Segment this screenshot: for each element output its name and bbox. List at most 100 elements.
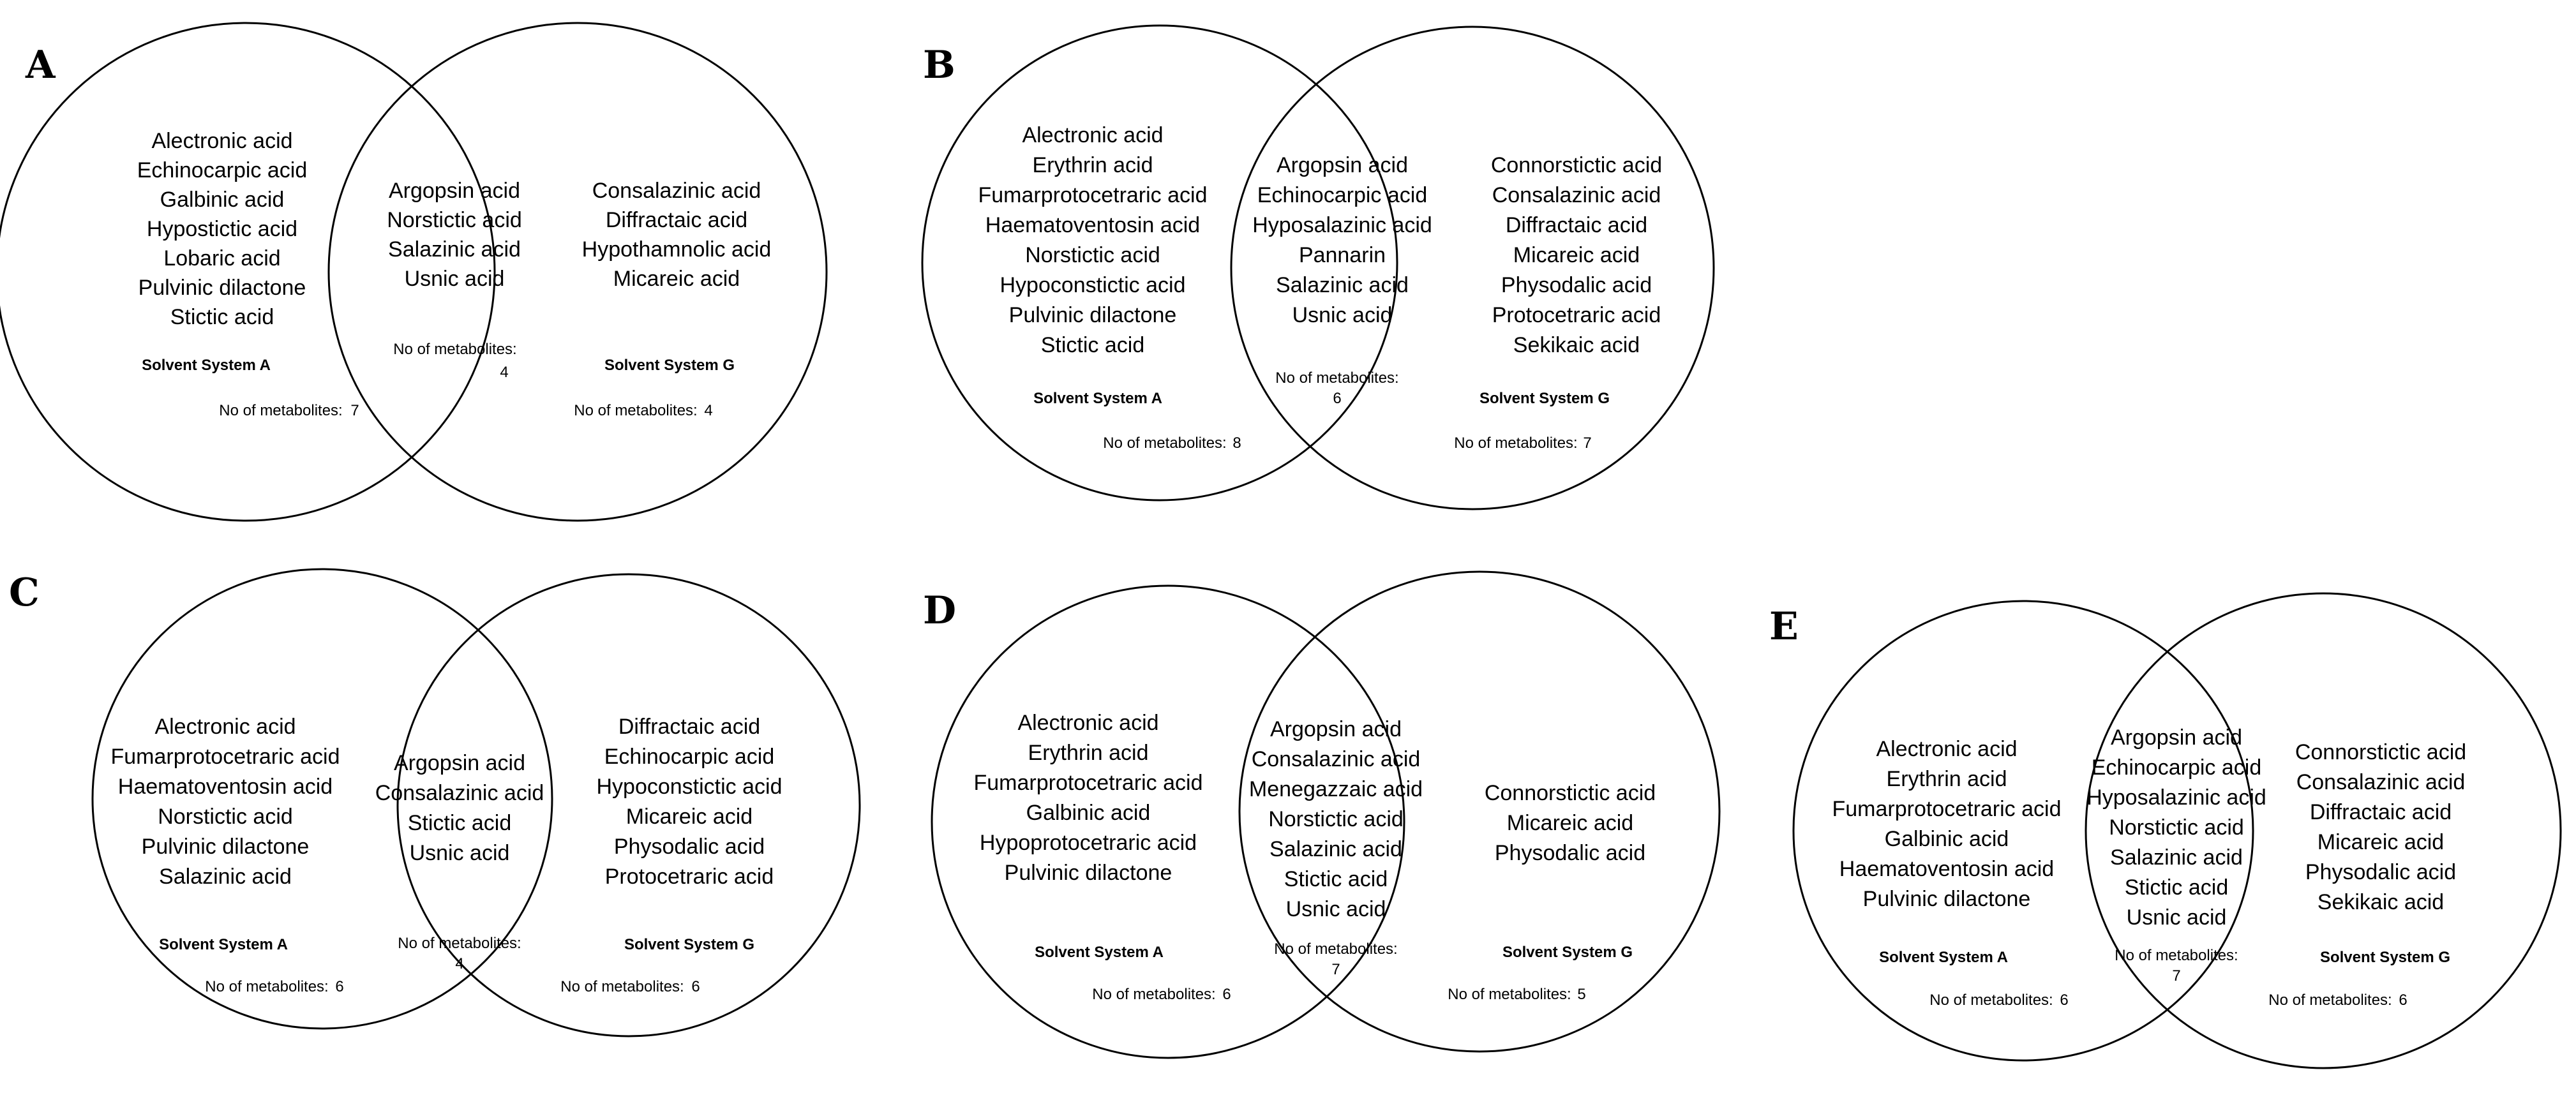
metabolite-count: 6 [2399, 992, 2407, 1009]
solvent-system-label: Solvent System A [159, 936, 288, 953]
count-label: No of metabolites: [205, 978, 328, 995]
panel-label: E [1769, 604, 1799, 649]
left-circle-solvent-a [1792, 600, 2254, 1062]
list-item: Consalazinic acid [2296, 770, 2466, 794]
list-item: Fumarprotocetraric acid [973, 771, 1202, 795]
list-item: Argopsin acid [1270, 717, 1402, 741]
list-item: Echinocarpic acid [1257, 183, 1427, 207]
solvent-system-label: Solvent System G [1502, 944, 1633, 961]
list-item: Stictic acid [1041, 333, 1145, 357]
list-item: Micareic acid [2318, 830, 2444, 854]
list-item: Pulvinic dilactone [142, 835, 310, 859]
count-label: No of metabolites: [560, 978, 684, 995]
count-label: No of metabolites: [2268, 992, 2392, 1009]
list-item: Lobaric acid [163, 246, 280, 271]
panel-a: A Alectronic acid Echinocarpic acid Galb… [0, 22, 828, 522]
metabolite-count: 6 [1333, 390, 1341, 407]
right-circle-solvent-g [327, 22, 828, 522]
right-list: Connorstictic acid Consalazinic acid Dif… [1491, 153, 1662, 357]
list-item: Salazinic acid [2110, 845, 2243, 870]
list-item: Usnic acid [2127, 905, 2227, 930]
list-item: Alectronic acid [151, 129, 292, 153]
list-item: Physodalic acid [614, 835, 765, 859]
list-item: Consalazinic acid [1492, 183, 1661, 207]
list-item: Consalazinic acid [1252, 747, 1421, 771]
left-list: Alectronic acid Fumarprotocetraric acid … [110, 715, 340, 889]
list-item: Norstictic acid [1025, 243, 1160, 267]
right-circle-solvent-g [1230, 26, 1715, 510]
right-list: Connorstictic acid Micareic acid Physoda… [1485, 781, 1656, 865]
metabolite-count: 8 [1232, 435, 1241, 452]
count-label: No of metabolites: [1448, 986, 1571, 1003]
list-item: Pulvinic dilactone [1005, 861, 1172, 885]
count-label: No of metabolites: [1274, 940, 1397, 958]
list-item: Diffractaic acid [1506, 213, 1647, 237]
list-item: Alectronic acid [1017, 711, 1158, 735]
middle-list: Argopsin acid Echinocarpic acid Hyposala… [1252, 153, 1432, 327]
count-label: No of metabolites: [1092, 986, 1215, 1003]
left-list: Alectronic acid Erythrin acid Fumarproto… [978, 123, 1207, 357]
list-item: Salazinic acid [1276, 273, 1409, 297]
count-label: No of metabolites: [574, 402, 697, 419]
list-item: Micareic acid [1513, 243, 1640, 267]
solvent-system-label: Solvent System G [2320, 949, 2450, 966]
list-item: Physodalic acid [1501, 273, 1652, 297]
metabolite-count: 5 [1577, 986, 1585, 1003]
list-item: Usnic acid [1292, 303, 1393, 327]
list-item: Stictic acid [1284, 867, 1388, 891]
list-item: Usnic acid [405, 267, 505, 291]
metabolite-count: 7 [2172, 967, 2180, 985]
list-item: Salazinic acid [1269, 837, 1402, 861]
list-item: Micareic acid [1507, 811, 1633, 835]
middle-list: Argopsin acid Consalazinic acid Menegazz… [1249, 717, 1423, 921]
panel-label: C [9, 570, 40, 615]
list-item: Hyposalazinic acid [2086, 785, 2266, 810]
metabolite-count: 6 [691, 978, 700, 995]
list-item: Haematoventosin acid [118, 775, 333, 799]
list-item: Sekikaic acid [2318, 890, 2444, 914]
list-item: Erythrin acid [1033, 153, 1153, 177]
list-item: Salazinic acid [159, 865, 292, 889]
list-item: Diffractaic acid [618, 715, 760, 739]
list-item: Erythrin acid [1887, 767, 2007, 791]
count-label: No of metabolites: [219, 402, 342, 419]
right-circle-solvent-g [396, 573, 861, 1037]
list-item: Consalazinic acid [592, 179, 761, 203]
list-item: Pannarin [1299, 243, 1386, 267]
left-list: Alectronic acid Erythrin acid Fumarproto… [1832, 737, 2061, 911]
list-item: Usnic acid [1286, 897, 1386, 921]
list-item: Haematoventosin acid [1839, 857, 2054, 881]
list-item: Connorstictic acid [1485, 781, 1656, 805]
list-item: Pulvinic dilactone [1009, 303, 1177, 327]
list-item: Echinocarpic acid [2092, 755, 2261, 780]
count-label: No of metabolites: [1929, 992, 2053, 1009]
list-item: Galbinic acid [1026, 801, 1151, 825]
panel-e: E Alectronic acid Erythrin acid Fumarpro… [1769, 592, 2562, 1069]
metabolite-count: 7 [350, 402, 359, 419]
list-item: Pulvinic dilactone [139, 276, 306, 300]
metabolite-count: 7 [1583, 435, 1591, 452]
metabolite-count: 6 [335, 978, 343, 995]
count-label: No of metabolites: [1275, 369, 1398, 387]
left-circle-solvent-a [0, 22, 496, 522]
solvent-system-label: Solvent System A [1879, 949, 2008, 966]
solvent-system-label: Solvent System A [1035, 944, 1164, 961]
list-item: Physodalic acid [2305, 860, 2456, 884]
left-list: Alectronic acid Echinocarpic acid Galbin… [137, 129, 307, 329]
list-item: Argopsin acid [1277, 153, 1408, 177]
list-item: Hypoprotocetraric acid [980, 831, 1197, 855]
list-item: Haematoventosin acid [985, 213, 1200, 237]
list-item: Norstictic acid [1268, 807, 1404, 831]
right-list: Diffractaic acid Echinocarpic acid Hypoc… [596, 715, 782, 889]
list-item: Salazinic acid [388, 237, 521, 262]
list-item: Norstictic acid [2109, 815, 2244, 840]
list-item: Hypostictic acid [147, 217, 297, 241]
list-item: Diffractaic acid [606, 208, 747, 232]
count-label: No of metabolites: [398, 935, 521, 952]
list-item: Argopsin acid [2111, 725, 2242, 750]
right-circle-solvent-g [1238, 570, 1721, 1053]
list-item: Norstictic acid [387, 208, 522, 232]
list-item: Hypothamnolic acid [582, 237, 772, 262]
list-item: Galbinic acid [1885, 827, 2009, 851]
middle-list: Argopsin acid Consalazinic acid Stictic … [375, 751, 544, 865]
